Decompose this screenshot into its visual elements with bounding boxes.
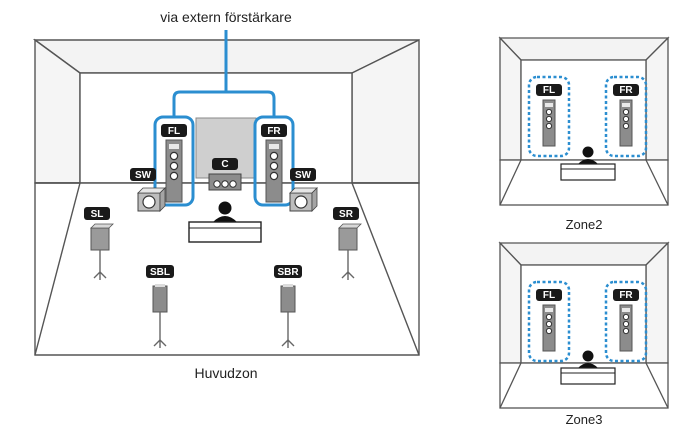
label-fl: FL — [168, 126, 180, 137]
badge-sbr — [274, 265, 302, 278]
zone3-front-right: FR — [604, 280, 648, 363]
label-sbr: SBR — [277, 267, 299, 278]
front-right-highlight — [253, 115, 295, 207]
zone3-badge-fr — [613, 289, 639, 301]
main-zone-label: Huvudzon — [194, 365, 257, 381]
label-c: C — [221, 159, 228, 170]
subwoofer-right: SW — [289, 168, 318, 212]
zone2-label-fr: FR — [619, 85, 633, 96]
zone2-label: Zone2 — [566, 217, 603, 232]
center-speaker: C — [208, 158, 242, 191]
surround-right-speaker: SR — [333, 207, 362, 281]
zone3-label: Zone3 — [566, 412, 603, 427]
zone2-fr-highlight — [604, 75, 648, 158]
label-sw-right: SW — [295, 170, 312, 181]
front-left-speaker: FL — [153, 115, 195, 207]
label-sbl: SBL — [150, 267, 170, 278]
zone3-label-fr: FR — [619, 290, 633, 301]
zone3-front-left: FL — [527, 280, 571, 363]
zone2-front-left: FL — [527, 75, 571, 158]
badge-fl — [161, 124, 187, 137]
label-sr: SR — [339, 209, 354, 220]
amp-connector — [172, 30, 276, 116]
surround-back-right-speaker: SBR — [274, 265, 302, 349]
badge-sw-left — [130, 168, 156, 181]
zone3-label-fl: FL — [543, 290, 555, 301]
front-right-speaker: FR — [253, 115, 295, 207]
zone2: FL FR Zone2 — [498, 36, 670, 232]
zone2-badge-fl — [536, 84, 562, 96]
subwoofer-left: SW — [130, 168, 166, 212]
zone2-fl-highlight — [527, 75, 571, 158]
badge-fr — [261, 124, 287, 137]
badge-sw-right — [290, 168, 316, 181]
front-left-highlight — [153, 115, 195, 207]
badge-sr — [333, 207, 359, 220]
zone2-badge-fr — [613, 84, 639, 96]
surround-left-speaker: SL — [84, 207, 114, 281]
surround-back-left-speaker: SBL — [146, 265, 174, 349]
caption-top: via extern förstärkare — [160, 9, 292, 25]
zone3: FL FR Zone3 — [498, 241, 670, 427]
label-fr: FR — [267, 126, 281, 137]
label-sw-left: SW — [135, 170, 152, 181]
zone3-fl-highlight — [527, 280, 571, 363]
zone2-label-fl: FL — [543, 85, 555, 96]
badge-c — [212, 158, 238, 170]
zone3-badge-fl — [536, 289, 562, 301]
main-zone: via extern förstärkare FL FR C — [32, 9, 420, 381]
label-sl: SL — [91, 209, 104, 220]
badge-sl — [84, 207, 110, 220]
badge-sbl — [146, 265, 174, 278]
zone3-fr-highlight — [604, 280, 648, 363]
zone2-front-right: FR — [604, 75, 648, 158]
